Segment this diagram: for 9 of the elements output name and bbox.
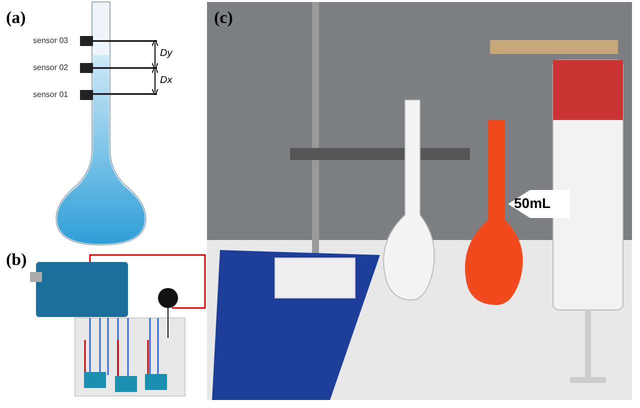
sensor-label: sensor 02 xyxy=(33,63,68,72)
sensor-label: sensor 03 xyxy=(33,36,68,45)
sensor-label: sensor 01 xyxy=(33,90,68,99)
dimension-label: Dy xyxy=(160,48,172,59)
panel-label: (c) xyxy=(214,8,233,28)
panel-label: (a) xyxy=(6,8,26,28)
dimension-label: Dx xyxy=(160,75,172,86)
volume-label: 50mL xyxy=(514,195,551,211)
panel-label: (b) xyxy=(6,250,27,270)
